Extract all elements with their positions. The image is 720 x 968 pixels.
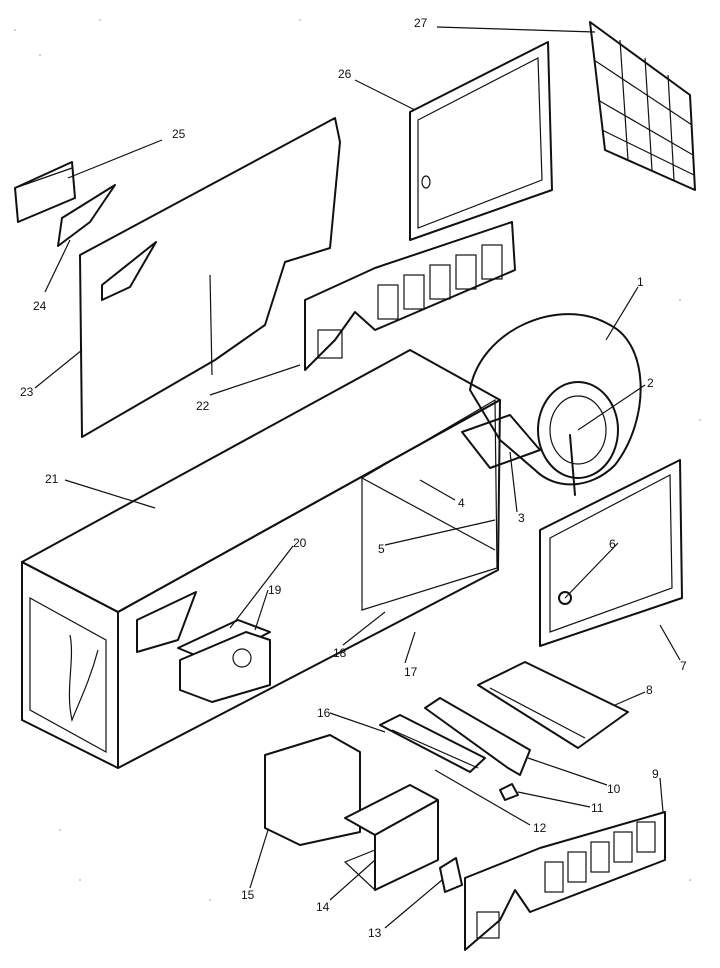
callout-18: 18 [333, 646, 347, 660]
callout-17: 17 [404, 665, 418, 679]
callout-4: 4 [458, 496, 465, 510]
part-25-strip [14, 161, 76, 223]
callout-7: 7 [680, 659, 687, 673]
part-8-tray [477, 661, 629, 749]
callout-9: 9 [652, 767, 659, 781]
callout-24: 24 [33, 299, 47, 313]
callout-13: 13 [368, 926, 382, 940]
callout-10: 10 [607, 782, 621, 796]
callout-19: 19 [268, 583, 282, 597]
callout-labels: 1 2 3 4 5 6 7 8 9 10 11 12 13 14 15 16 1… [20, 16, 687, 940]
part-11-clip [499, 783, 519, 801]
callout-22: 22 [196, 399, 210, 413]
part-9-bottom-grille [439, 811, 666, 951]
callout-16: 16 [317, 706, 331, 720]
part-22-grille [304, 221, 516, 371]
callout-3: 3 [518, 511, 525, 525]
callout-25: 25 [172, 127, 186, 141]
callout-11: 11 [591, 801, 604, 815]
callout-8: 8 [646, 683, 653, 697]
callout-6: 6 [609, 537, 616, 551]
part-7-access-door [539, 459, 683, 647]
scan-noise [14, 19, 701, 901]
callout-27: 27 [414, 16, 428, 30]
part-26-front-panel [409, 41, 553, 241]
callout-14: 14 [316, 900, 330, 914]
callout-20: 20 [293, 536, 307, 550]
part-14-box [343, 784, 439, 892]
callout-12: 12 [533, 821, 547, 835]
part-10-deflector [424, 697, 531, 776]
callout-1: 1 [637, 275, 644, 289]
callout-15: 15 [241, 888, 255, 902]
part-3-bracket [461, 414, 541, 469]
callout-26: 26 [338, 67, 352, 81]
part-27-filter [589, 21, 696, 191]
part-23-side-panel [79, 117, 341, 438]
part-24-panel [57, 184, 116, 247]
callout-5: 5 [378, 542, 385, 556]
callout-2: 2 [647, 376, 654, 390]
part-19-20-control-box [177, 619, 271, 703]
callout-21: 21 [45, 472, 59, 486]
part-21-main-cabinet [21, 349, 501, 769]
callout-23: 23 [20, 385, 34, 399]
part-1-blower-housing [469, 313, 642, 496]
part-12-rail [379, 714, 486, 773]
part-15-shield [264, 734, 361, 846]
leader-lines [34, 26, 681, 929]
